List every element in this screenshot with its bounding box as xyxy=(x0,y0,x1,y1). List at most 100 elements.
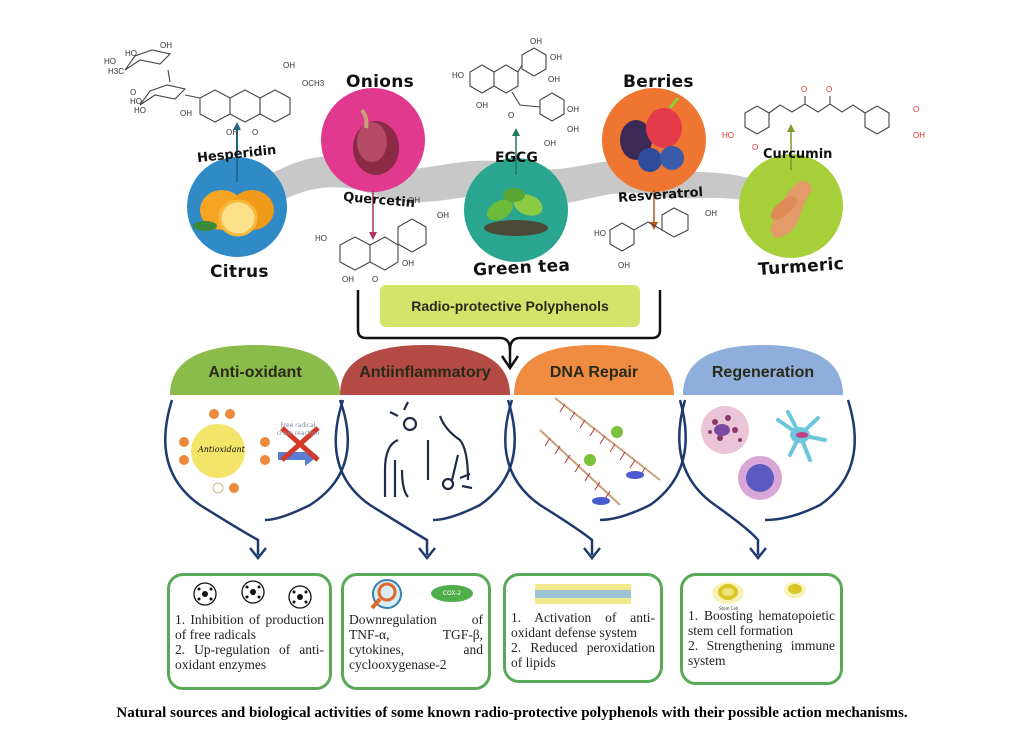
chem-label: H3C xyxy=(108,67,124,76)
hesperidin-labels: OH HO HO H3C O HO HO OH OH OCH3 OH O xyxy=(104,41,325,137)
chem-label: OH xyxy=(567,125,579,134)
source-onions xyxy=(321,88,425,240)
blood-cells-icon xyxy=(701,406,827,500)
turmeric-root-icon xyxy=(770,181,812,238)
mechanism-box-regeneration: Stem Cell 1. Boosting hematopoietic stem… xyxy=(680,573,843,685)
source-turmeric xyxy=(739,124,843,258)
chem-label: O xyxy=(508,111,514,120)
source-label-berries: Berries xyxy=(623,72,694,92)
arrow-head-3 xyxy=(583,547,601,561)
dome-dna-repair xyxy=(514,345,674,395)
egcg-structure xyxy=(469,47,565,122)
chem-label: OH xyxy=(283,61,295,70)
curcumin-structure xyxy=(744,96,890,135)
chem-label: OH xyxy=(705,209,717,218)
mechanism-text: 1. Activation of anti-oxidant defense sy… xyxy=(511,610,655,640)
chem-label: OH xyxy=(402,259,414,268)
compound-label-curcumin: Curcumin xyxy=(763,147,833,162)
chem-label: OH xyxy=(408,196,420,205)
quercetin-structure xyxy=(339,218,427,271)
mechanism-title-anti-oxidant: Anti-oxidant xyxy=(208,364,302,381)
mechanism-box-anti-oxidant: 1. Inhibition of production of free radi… xyxy=(167,573,332,690)
dome-antiinflammatory xyxy=(340,345,510,395)
chem-label: OH xyxy=(476,101,488,110)
inflammation-icons: COX-2 xyxy=(349,579,483,612)
chem-label: HO xyxy=(134,106,146,115)
mechanism-box-antiinflammatory: COX-2 Downregulation of TNF-α, TGF-β, cy… xyxy=(341,573,491,690)
cross-mark-icon xyxy=(280,426,320,462)
chem-label: HO xyxy=(125,49,137,58)
orange-fruit-icon xyxy=(193,190,274,237)
chem-label: OH xyxy=(226,128,238,137)
lipid-bilayer-icon xyxy=(535,584,631,604)
egcg-labels: OH OH OH HO OH O OH OH OH xyxy=(452,37,579,148)
chem-label: OH xyxy=(567,105,579,114)
mechanism-text: 2. Up-regulation of anti-oxidant enzymes xyxy=(175,642,324,672)
mechanism-text: 2. Strengthening immune system xyxy=(688,638,835,668)
mechanism-title-regeneration: Regeneration xyxy=(711,364,815,381)
magnifier-cell-icon xyxy=(370,579,402,610)
berries-icon xyxy=(620,97,684,172)
free-radical-icon xyxy=(193,580,312,609)
chem-label: OH xyxy=(544,139,556,148)
source-green-tea xyxy=(464,128,568,262)
chem-label: HO xyxy=(452,71,464,80)
curcumin-labels: O O HO O O OH xyxy=(722,85,925,152)
loop-regeneration xyxy=(678,399,856,555)
chem-label: OH xyxy=(180,109,192,118)
chem-label: O xyxy=(130,88,136,97)
arrow-head-4 xyxy=(749,547,767,561)
mechanism-text: 2. Reduced peroxidation of lipids xyxy=(511,640,655,670)
chem-label: OH xyxy=(913,131,925,140)
antioxidant-center-label: Antioxidant xyxy=(198,445,245,454)
loop-antiinflammatory xyxy=(334,399,516,555)
dome-regeneration xyxy=(683,345,843,395)
chem-label: O xyxy=(913,105,919,114)
dna-helix-icon xyxy=(539,397,661,506)
source-citrus xyxy=(187,122,287,257)
chem-label: HO xyxy=(594,229,606,238)
chem-label: O xyxy=(372,275,378,284)
resveratrol-structure xyxy=(609,207,689,252)
right-bracket xyxy=(508,290,662,351)
chem-label: HO xyxy=(315,234,327,243)
mechanism-title-antiinflammatory: Antiinflammatory xyxy=(359,364,491,381)
source-label-onions: Onions xyxy=(346,72,415,92)
chem-label: O xyxy=(826,85,832,94)
chem-label: OH xyxy=(618,261,630,270)
chem-label: OH xyxy=(160,41,172,50)
quercetin-labels: OH OH HO OH OH O xyxy=(315,196,449,284)
radio-protective-polyphenols-banner: Radio-protective Polyphenols xyxy=(380,285,640,327)
source-berries xyxy=(602,88,706,230)
resveratrol-labels: OH HO OH xyxy=(594,209,717,270)
chem-label: OH xyxy=(437,211,449,220)
source-label-citrus: Citrus xyxy=(210,262,269,282)
figure-caption: Natural sources and biological activitie… xyxy=(116,705,908,721)
compound-label-egcg: EGCG xyxy=(495,150,538,166)
free-radical-chain-label: Free radical chain reaction xyxy=(276,422,320,437)
onion-icon xyxy=(353,108,399,175)
antioxidant-illustration xyxy=(179,409,320,494)
chem-label: O xyxy=(801,85,807,94)
stem-cell-icons: Stem Cell xyxy=(688,580,835,611)
chem-label: O xyxy=(252,128,258,137)
chem-label: HO xyxy=(722,131,734,140)
hesperidin-structure xyxy=(124,49,291,123)
chem-label: HO xyxy=(130,97,142,106)
chem-label: OCH3 xyxy=(302,79,325,88)
arrow-head-1 xyxy=(249,547,267,561)
mechanism-box-dna-repair: 1. Activation of anti-oxidant defense sy… xyxy=(503,573,663,683)
chem-label: OH xyxy=(530,37,542,46)
chem-label: OH xyxy=(550,53,562,62)
inflammation-body-icon xyxy=(383,401,473,498)
loop-dna-repair xyxy=(504,399,687,555)
stem-cell-label: Stem Cell xyxy=(719,606,739,611)
cox-2-badge: COX-2 xyxy=(431,585,473,602)
chem-label: OH xyxy=(342,275,354,284)
mechanism-title-dna-repair: DNA Repair xyxy=(549,364,639,381)
chem-label: O xyxy=(752,143,758,152)
free-radical-icons xyxy=(193,580,312,609)
arrow-head-2 xyxy=(418,547,436,561)
